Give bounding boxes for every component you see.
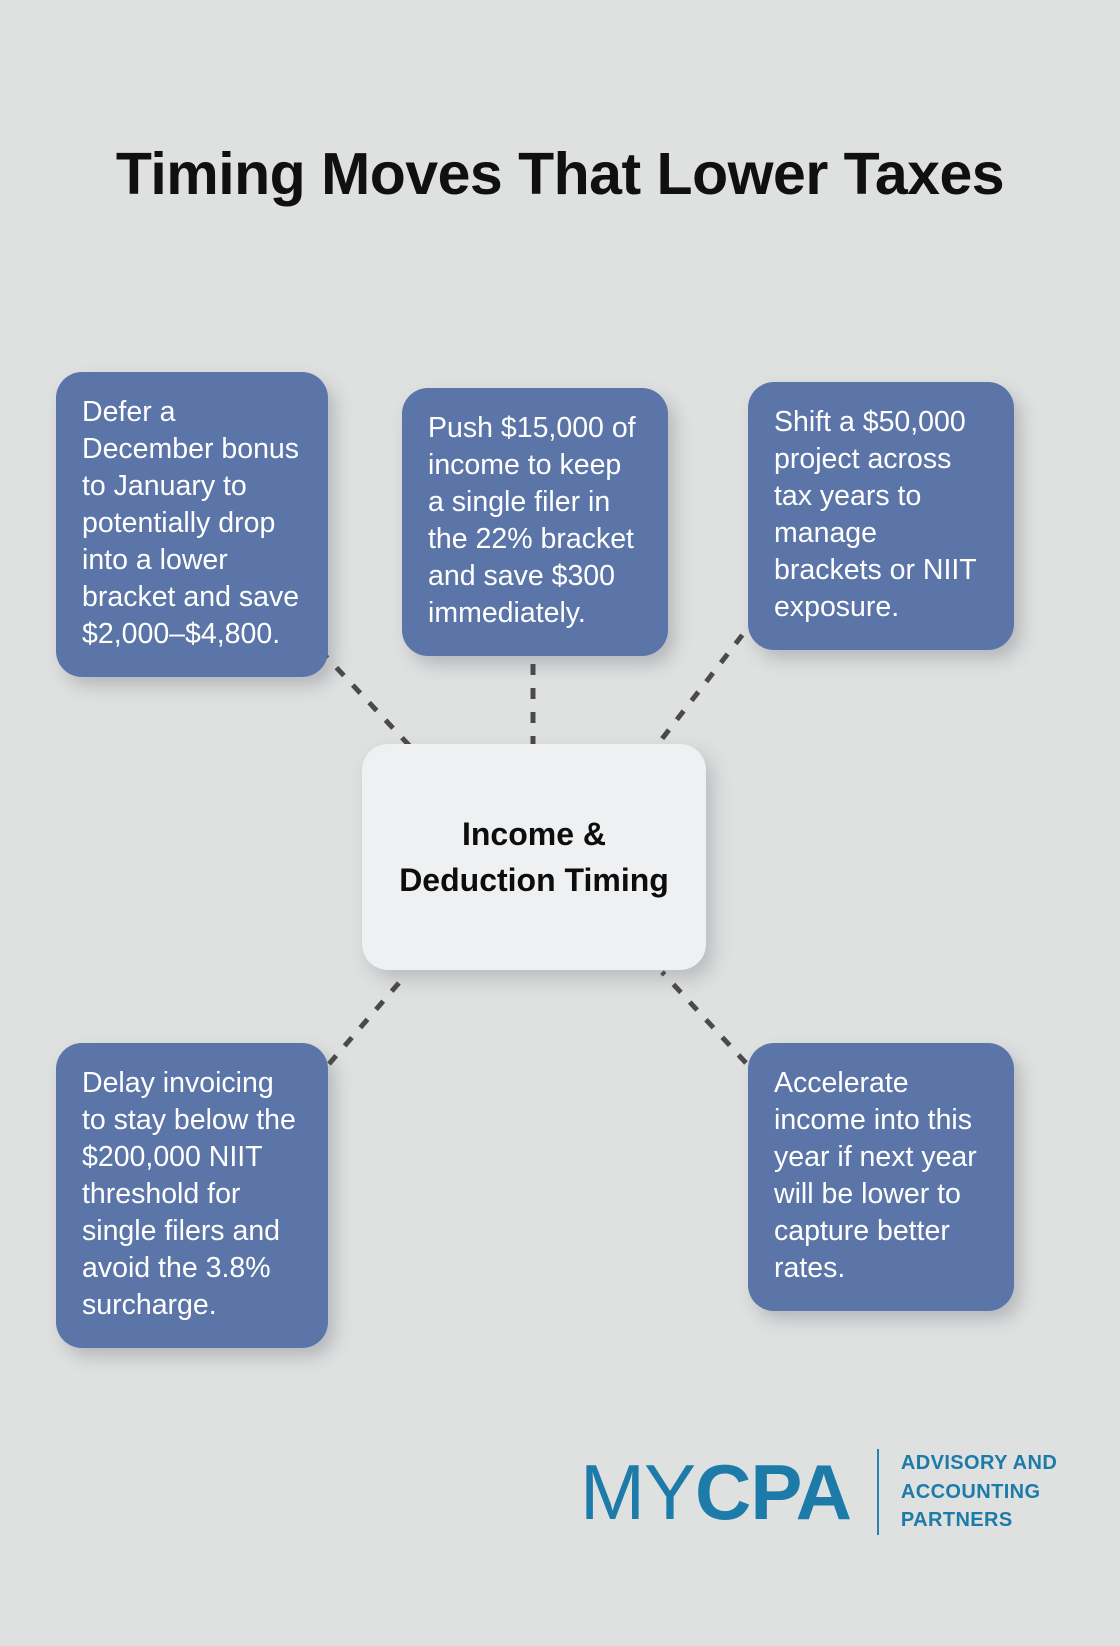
- diagram-center-node[interactable]: Income & Deduction Timing: [362, 744, 706, 970]
- node-text: Shift a $50,000 project across tax years…: [774, 406, 977, 624]
- diagram-node-accelerate-income[interactable]: Accelerate income into this year if next…: [748, 1043, 1014, 1312]
- mycpa-logo: MY CPA ADVISORY AND ACCOUNTING PARTNERS: [580, 1438, 1057, 1546]
- node-text: Accelerate income into this year if next…: [774, 1067, 977, 1285]
- node-text: Defer a December bonus to January to pot…: [82, 396, 300, 651]
- connector-bottom-right: [660, 970, 748, 1065]
- node-text: Push $15,000 of income to keep a single …: [428, 412, 636, 630]
- connector-bottom-left: [327, 975, 406, 1066]
- logo-tagline-line-3: PARTNERS: [900, 1509, 1013, 1532]
- page-title: Timing Moves That Lower Taxes: [115, 140, 1005, 207]
- logo-divider: [876, 1449, 879, 1535]
- logo-tagline: ADVISORY AND ACCOUNTING PARTNERS: [901, 1449, 1057, 1534]
- center-node-label: Income & Deduction Timing: [399, 815, 669, 898]
- logo-wordmark-cpa: CPA: [695, 1448, 852, 1536]
- diagram-node-push-income-22-bracket[interactable]: Push $15,000 of income to keep a single …: [402, 388, 668, 657]
- logo-tagline-line-1: ADVISORY AND: [900, 1452, 1058, 1475]
- connector-top-left: [318, 648, 422, 759]
- logo-tagline-line-2: ACCOUNTING: [900, 1480, 1041, 1503]
- diagram-node-defer-december-bonus[interactable]: Defer a December bonus to January to pot…: [56, 372, 328, 678]
- diagram-node-delay-invoicing-niit[interactable]: Delay invoicing to stay below the $200,0…: [56, 1043, 328, 1349]
- logo-wordmark: MY CPA: [580, 1448, 852, 1536]
- logo-wordmark-my: MY: [580, 1448, 696, 1536]
- node-text: Delay invoicing to stay below the $200,0…: [82, 1067, 296, 1322]
- diagram-node-shift-project-across-years[interactable]: Shift a $50,000 project across tax years…: [748, 382, 1014, 651]
